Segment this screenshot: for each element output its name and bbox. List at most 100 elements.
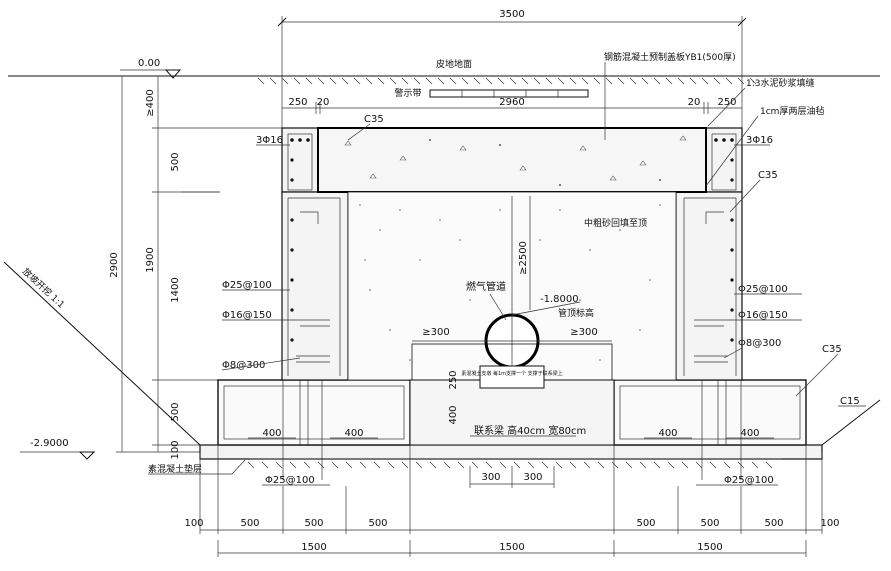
rebar-25-left: Φ25@100 [222, 280, 272, 291]
rebar-dot-icon [722, 138, 726, 142]
dim-row-7: 500 [764, 518, 783, 529]
dim-row-1: 100 [184, 518, 203, 529]
top-sub-dimensions: 250 20 2960 20 250 [282, 97, 742, 114]
dim-row-2: 500 [240, 518, 259, 529]
dim-total-1: 1500 [301, 542, 326, 553]
dim-top-mid-2960: 2960 [499, 97, 524, 108]
right-footing: 400 400 Φ25@100 C35 [613, 344, 842, 486]
pipe-top-label: 管顶标高 [558, 307, 594, 319]
dim-bottom-300b: 300 [523, 472, 542, 483]
mortar-label: 1:3水泥砂浆填缝 [746, 77, 815, 89]
cover-plate: C35 钢筋混凝土预制盖板YB1(500厚) [317, 51, 736, 193]
dim-2500: ≥2500 [518, 241, 529, 275]
rebar-dot-icon [298, 138, 302, 142]
elevation-top: 0.00 [138, 58, 160, 69]
rebar-dot-icon [730, 178, 734, 182]
dim-300-left: ≥300 [422, 327, 449, 338]
rebar-dot-icon [290, 138, 294, 142]
tie-beam-label: 联系梁 高40cm 宽80cm [474, 424, 586, 437]
rebar-dot-icon [290, 218, 294, 222]
warning-tape-label: 警示带 [394, 87, 421, 99]
dim-row-6: 500 [700, 518, 719, 529]
footing-dim-400-1: 400 [262, 428, 281, 439]
gas-pipe-label: 燃气管道 [466, 280, 506, 293]
c35-footing-label: C35 [822, 344, 842, 355]
footing-dim-400-2: 400 [344, 428, 363, 439]
left-wall: 3Φ16 Φ25@100 Φ16@150 Φ8@300 [221, 127, 349, 381]
dim-total-width: 3500 [499, 9, 524, 20]
rebar-3p16-left: 3Φ16 [256, 135, 283, 146]
rebar-8-right: Φ8@300 [738, 338, 781, 349]
dim-total-2: 1500 [499, 542, 524, 553]
rebar-8-left: Φ8@300 [222, 360, 265, 371]
dim-left-400: ≥400 [145, 89, 156, 116]
dim-row-3: 500 [304, 518, 323, 529]
warning-tape: 警示带 [394, 87, 589, 99]
elevation-triangle-icon [164, 69, 182, 79]
dim-bottom-300a: 300 [481, 472, 500, 483]
rebar-16-left: Φ16@150 [222, 310, 272, 321]
asphalt-label: 1cm厚两层油毡 [760, 105, 824, 117]
rebar-bottom-right: Φ25@100 [724, 475, 774, 486]
rebar-3p16-right: 3Φ16 [746, 135, 773, 146]
dim-left-1400: 1400 [170, 277, 181, 302]
rebar-dot-icon [730, 338, 734, 342]
rebar-dot-icon [730, 248, 734, 252]
c15-label: C15 [840, 396, 860, 407]
rebar-dot-icon [714, 138, 718, 142]
rebar-dot-icon [290, 178, 294, 182]
backfill-label: 中粗砂回填至顶 [584, 217, 647, 229]
rebar-dot-icon [290, 338, 294, 342]
ground-line: 0.00 皮地地面 [8, 58, 880, 85]
dim-300-right: ≥300 [570, 327, 597, 338]
elevation-bottom: -2.9000 [30, 438, 69, 449]
left-footing: 400 400 Φ25@100 [217, 379, 411, 486]
dim-left-100: 100 [170, 440, 181, 459]
tie-beam: 素混凝土支墩 每1m支撑一个 支撑于联系梁上 250 400 联系梁 高40cm… [409, 343, 615, 446]
bottom-elevation: -2.9000 [20, 438, 96, 460]
dim-row-4: 500 [368, 518, 387, 529]
ground-label: 皮地地面 [436, 58, 472, 70]
dim-left-500b: 500 [170, 402, 181, 421]
rebar-16-right: Φ16@150 [738, 310, 788, 321]
dim-left-500: 500 [170, 152, 181, 171]
rebar-dot-icon [290, 308, 294, 312]
left-dimensions: ≥400 500 1900 1400 500 100 2900 [109, 76, 290, 460]
c35-right-label: C35 [758, 170, 778, 181]
dim-left-1900: 1900 [145, 247, 156, 272]
right-top-annotations: 1:3水泥砂浆填缝 1cm厚两层油毡 [705, 77, 824, 187]
cover-plate-label: 钢筋混凝土预制盖板YB1(500厚) [604, 51, 736, 63]
plain-concrete-label: 素混凝土垫层 [148, 463, 202, 475]
rebar-dot-icon [306, 138, 310, 142]
dim-250: 250 [448, 370, 459, 389]
footing-dim-400-3: 400 [658, 428, 677, 439]
pipe-top-elevation: -1.8000 [540, 294, 579, 305]
footing-dim-400-4: 400 [740, 428, 759, 439]
dim-top-right-20: 20 [688, 97, 701, 108]
rebar-dot-icon [730, 138, 734, 142]
dim-total-3: 1500 [697, 542, 722, 553]
top-dimension: 3500 [277, 9, 747, 128]
dim-left-2900: 2900 [109, 252, 120, 277]
rebar-25-right: Φ25@100 [738, 284, 788, 295]
dim-top-left-20: 20 [317, 97, 330, 108]
dim-top-right-250: 250 [717, 97, 736, 108]
dim-top-left-250: 250 [288, 97, 307, 108]
c35-top-label: C35 [364, 114, 384, 125]
rebar-bottom-left: Φ25@100 [265, 475, 315, 486]
gas-pipe: 燃气管道 -1.8000 管顶标高 ≥300 ≥300 [412, 280, 612, 373]
rebar-dot-icon [290, 278, 294, 282]
dim-row-8: 100 [820, 518, 839, 529]
dim-400-inner: 400 [448, 405, 459, 424]
bottom-dimensions: 300 300 100 500 500 500 500 500 500 100 … [184, 446, 840, 557]
rebar-dot-icon [730, 308, 734, 312]
rebar-dot-icon [730, 218, 734, 222]
rebar-dot-icon [730, 158, 734, 162]
rebar-dot-icon [730, 278, 734, 282]
rebar-dot-icon [290, 158, 294, 162]
support-block-label: 素混凝土支墩 每1m支撑一个 支撑于联系梁上 [461, 370, 562, 377]
dim-row-5: 500 [636, 518, 655, 529]
slope-label: 放坡开挖 1:1 [20, 265, 67, 310]
elevation-triangle-icon [78, 451, 96, 460]
